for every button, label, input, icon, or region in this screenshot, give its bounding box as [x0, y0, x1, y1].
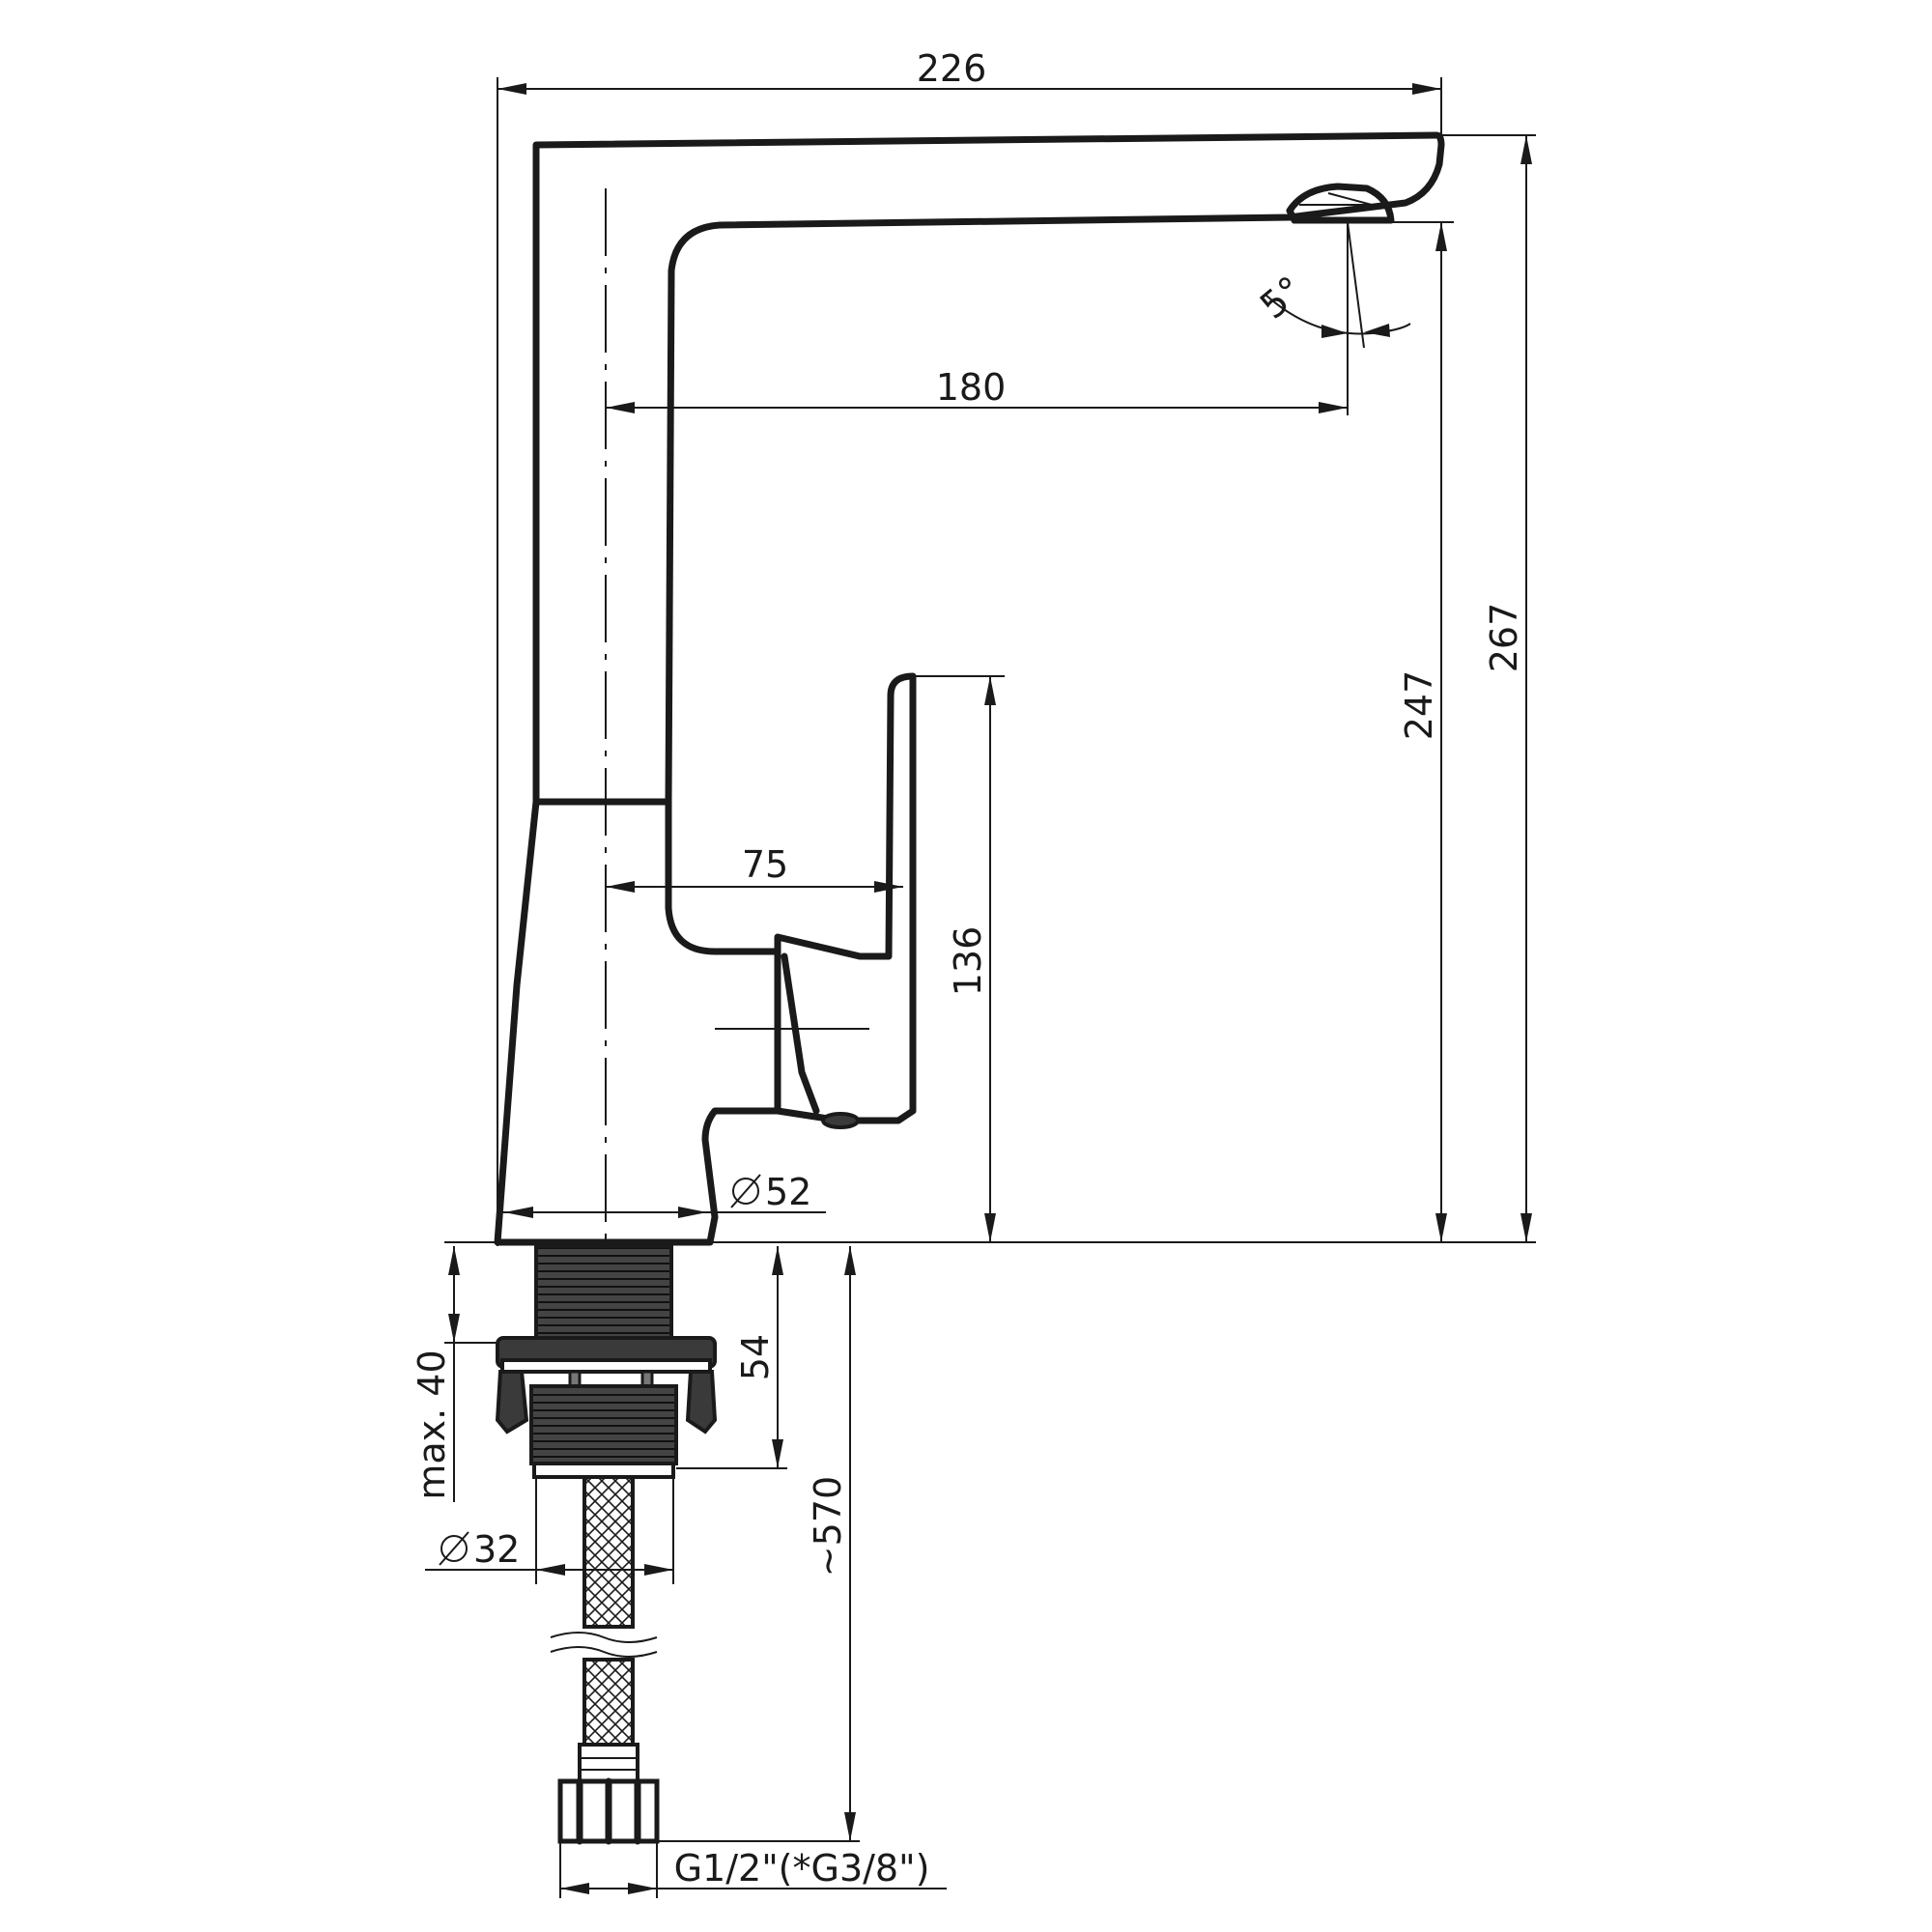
- arrow-lever-height-top: [984, 676, 996, 705]
- body-outline: [494, 798, 781, 1246]
- label-overall-width: 226: [917, 47, 987, 90]
- dimension-lines: [425, 77, 1536, 1898]
- arrow-spout-reach-right: [1319, 402, 1348, 413]
- arrow-angle-left: [1321, 325, 1348, 338]
- flexible-hose: [550, 1475, 660, 1845]
- arrow-outlet-height-top: [1435, 222, 1447, 251]
- handle-outline: [774, 672, 917, 1124]
- label-lever-offset: 75: [742, 843, 788, 886]
- handle-screw: [821, 1112, 860, 1129]
- label-shank-diameter: 32: [473, 1528, 520, 1571]
- arrow-hose-length-top: [844, 1246, 856, 1275]
- arrow-thread-length-top: [772, 1246, 783, 1275]
- arrow-lever-offset-left: [606, 881, 635, 893]
- mounting-plate: [500, 1358, 712, 1374]
- diameter-symbol-base: [730, 1174, 761, 1208]
- ferrule-rings: [580, 1757, 638, 1771]
- label-lever-height: 136: [947, 926, 989, 997]
- hose-ferrule: [578, 1743, 639, 1783]
- label-counter-thickness: max. 40: [411, 1350, 453, 1499]
- mounting-hardware: [495, 1244, 718, 1479]
- aerator-outline: [1286, 183, 1395, 224]
- label-outlet-height: 247: [1398, 670, 1440, 741]
- arrow-total-height-bottom: [1520, 1213, 1532, 1242]
- arrow-base-diameter-left: [504, 1207, 533, 1218]
- mounting-clip-right: [685, 1370, 718, 1435]
- mounting-nut: [529, 1384, 678, 1465]
- label-total-height: 267: [1483, 603, 1525, 673]
- label-base-diameter: 52: [765, 1171, 811, 1213]
- arrow-connection-right: [628, 1883, 657, 1894]
- connection-nut-faces: [576, 1777, 641, 1845]
- diameter-symbol-shank: [439, 1531, 469, 1566]
- arrow-counter-thickness-bottom: [448, 1314, 460, 1343]
- aerator-detail: [1299, 192, 1381, 206]
- mounting-clip-left: [495, 1370, 529, 1435]
- center-lines: [605, 188, 1365, 1246]
- arrow-total-height-top: [1520, 135, 1532, 164]
- label-spout-angle: 5°: [1252, 268, 1311, 327]
- handle-inner: [781, 952, 820, 1115]
- faucet-body: [494, 131, 1445, 1246]
- hose-break-bottom: [550, 1646, 658, 1658]
- arrow-shank-diameter-right: [644, 1564, 673, 1576]
- label-spout-reach: 180: [936, 366, 1007, 409]
- arrow-thread-length-bottom: [772, 1439, 783, 1468]
- arrow-angle-right: [1364, 324, 1390, 337]
- dim-arc-spout-angle: [1264, 294, 1411, 335]
- hose-upper: [582, 1475, 635, 1629]
- label-thread-length: 54: [734, 1334, 777, 1380]
- outlet-angle-line: [1347, 221, 1365, 349]
- shank-collar: [532, 1462, 675, 1479]
- arrow-lever-height-bottom: [984, 1213, 996, 1242]
- arrow-counter-thickness-top: [448, 1246, 460, 1275]
- arrow-shank-diameter-left: [536, 1564, 565, 1576]
- hose-break-top: [550, 1632, 658, 1643]
- arrow-hose-length-bottom: [844, 1812, 856, 1841]
- arrow-lever-offset-right: [874, 881, 903, 893]
- label-connection-thread: G1/2"(*G3/8"): [674, 1847, 930, 1889]
- label-hose-length: ~570: [807, 1476, 849, 1577]
- arrow-overall-width-left: [497, 83, 526, 95]
- arrow-spout-reach-left: [606, 402, 635, 413]
- spout-outline: [532, 131, 1445, 806]
- arrow-outlet-height-bottom: [1435, 1213, 1447, 1242]
- hose-lower: [582, 1658, 635, 1747]
- arrow-base-diameter-right: [678, 1207, 707, 1218]
- dimension-labels: 226 180 5° 247 267 136 75 52 54 max. 40 …: [411, 47, 1525, 1889]
- arrow-connection-left: [560, 1883, 589, 1894]
- arrow-overall-width-right: [1412, 83, 1441, 95]
